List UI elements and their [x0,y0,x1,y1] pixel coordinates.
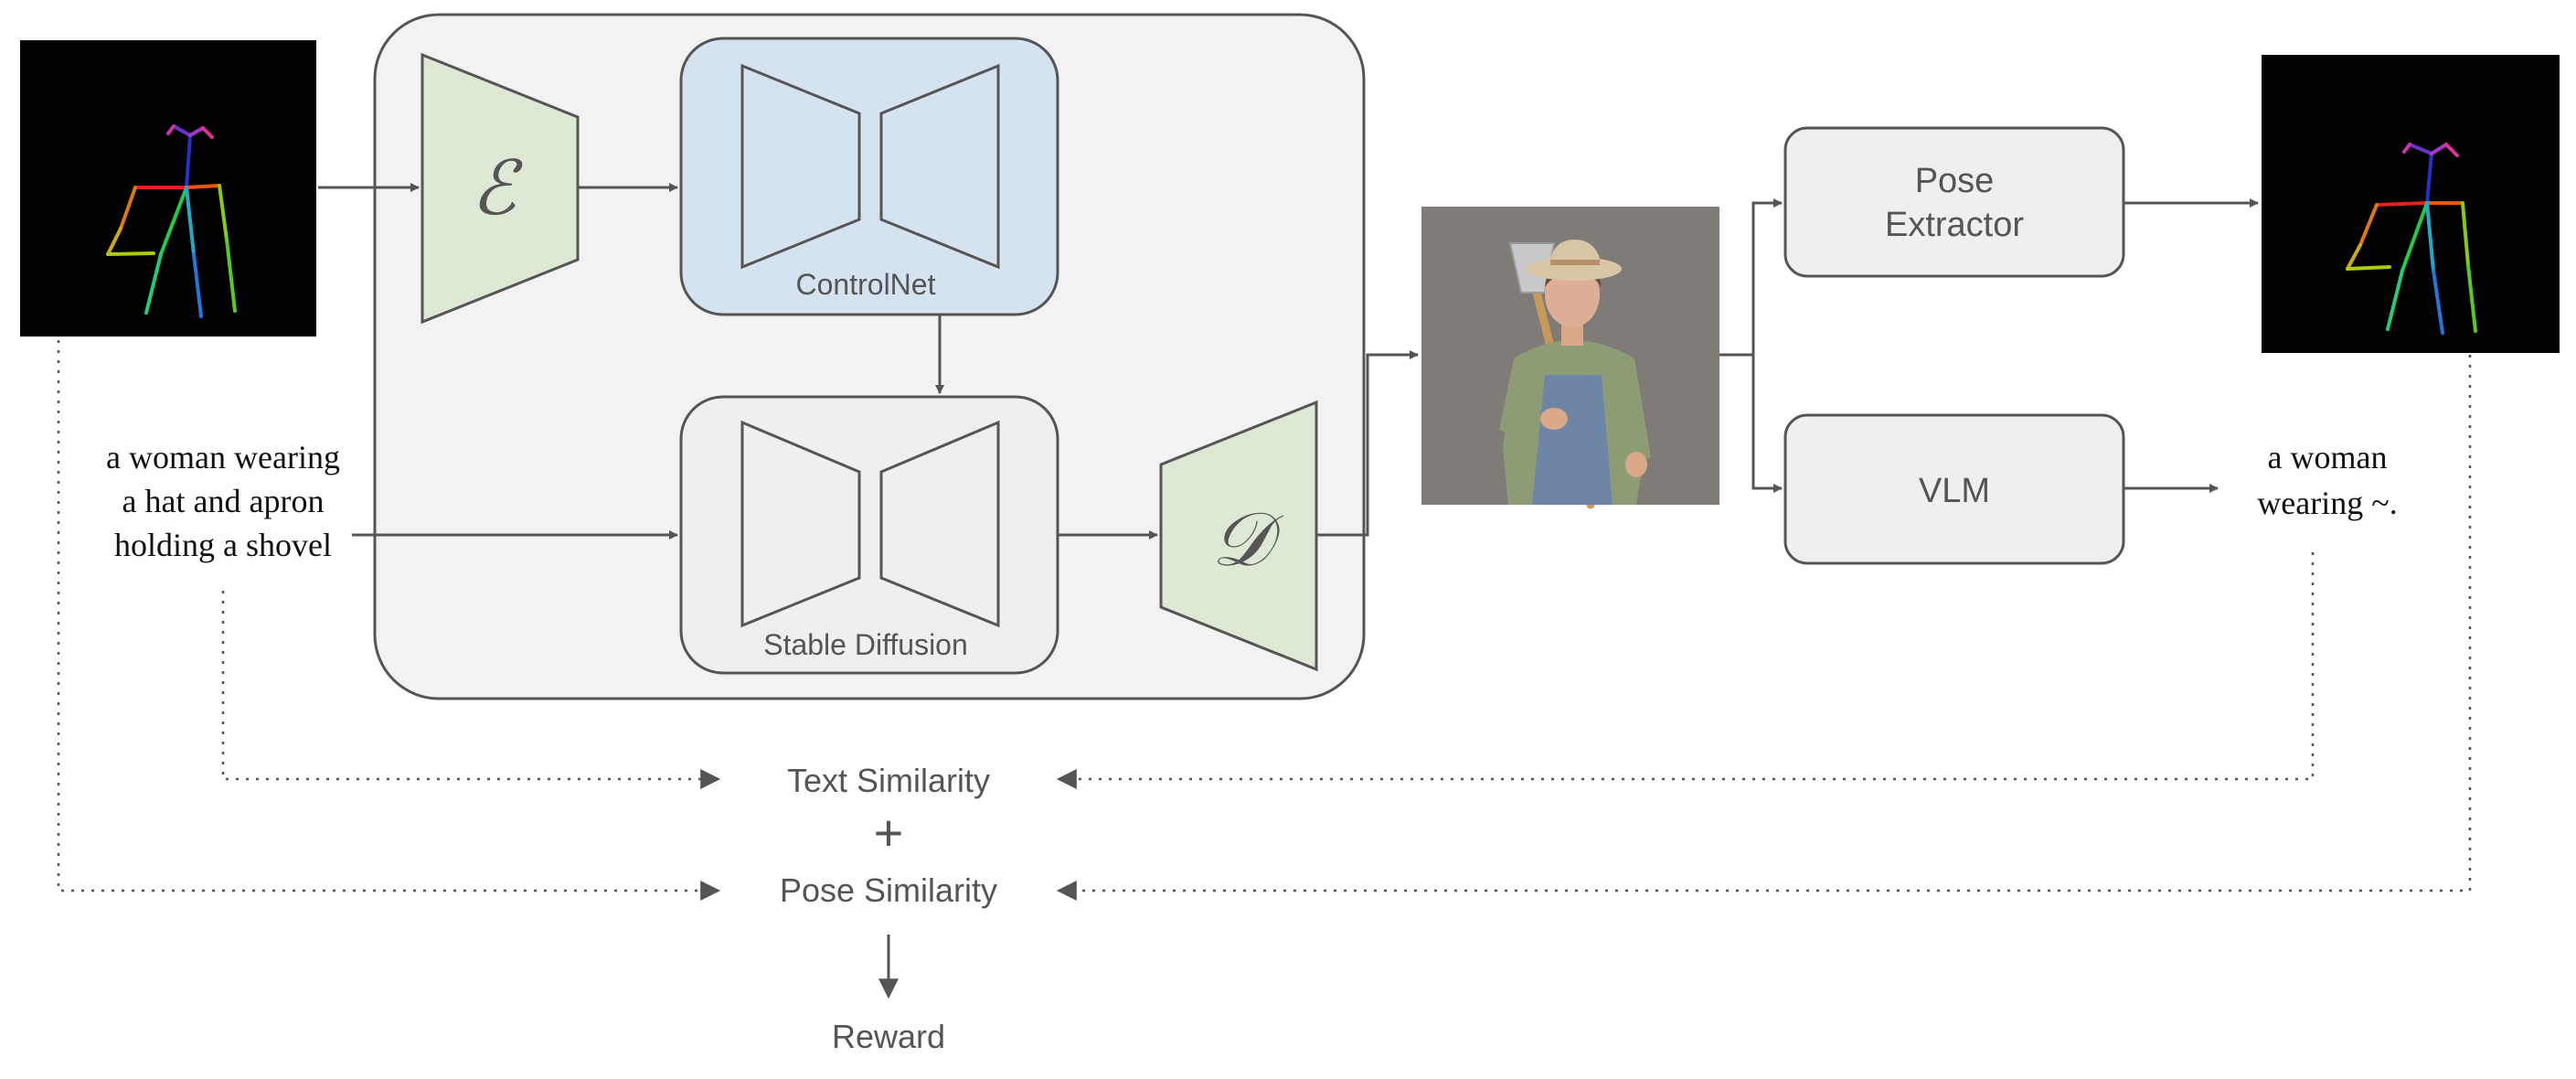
plus-sign: + [874,804,904,861]
encoder-block: ℰ [420,52,580,325]
sd-encoder-shape [740,420,861,628]
arrow-decoder-to-image [1316,350,1419,537]
stable-diffusion-label: Stable Diffusion [763,628,968,661]
pose-similarity-label: Pose Similarity [780,871,997,909]
decoder-block: 𝒟 [1159,400,1318,672]
pose-extractor-line-1: Pose [1915,162,1995,200]
pose-extractor-block: Pose Extractor [1783,126,2125,278]
dotted-input-pose-to-pose-similarity [57,340,721,901]
vlm-caption: a woman wearing ~. [2257,439,2397,521]
sd-decoder-shape [879,420,1000,628]
output-pose-image [2262,55,2560,353]
caption-line-2: wearing ~. [2257,485,2397,521]
woman-with-shovel-image [1499,240,1651,509]
vlm-label: VLM [1919,472,1990,510]
arrow-image-to-vlm [1751,355,1783,493]
controlnet-encoder-shape [740,63,861,270]
dotted-output-pose-to-pose-similarity [1056,355,2472,901]
flow-arrows [318,183,2259,999]
reward-section: Text Similarity + Pose Similarity Reward [780,762,997,1055]
controlnet-label: ControlNet [796,268,936,301]
caption-line-1: a woman [2268,439,2388,475]
vlm-block: VLM [1783,413,2125,565]
pose-extractor-line-2: Extractor [1885,206,2024,244]
arrow-image-to-pose-extractor [1751,198,1783,355]
generated-image [1421,207,1719,509]
prompt-line-2: a hat and apron [122,483,325,519]
stable-diffusion-block: Stable Diffusion [679,395,1059,675]
pose-skeleton-icon [2346,143,2477,335]
encoder-symbol: ℰ [471,145,523,232]
text-similarity-label: Text Similarity [787,762,990,799]
model-panel [373,13,1366,700]
controlnet-block: ControlNet [679,37,1059,316]
prompt-line-1: a woman wearing [106,439,340,475]
dotted-prompt-to-text-similarity [221,591,721,789]
input-pose-image [20,40,316,337]
pose-skeleton-icon [106,124,237,318]
similarity-arrows [57,340,2472,901]
text-prompt: a woman wearing a hat and apron holding … [106,439,340,563]
controlnet-decoder-shape [879,63,1000,270]
prompt-line-3: holding a shovel [114,527,332,563]
reward-label: Reward [832,1018,945,1055]
